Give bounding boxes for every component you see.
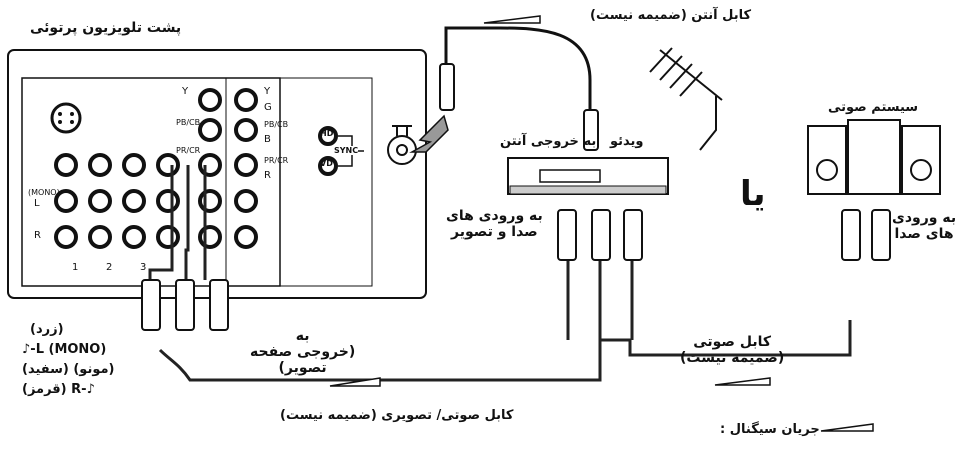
to-screen-out-line3: تصویر) — [278, 360, 327, 377]
panel-mono: (MONO) — [28, 188, 60, 197]
to-av-inputs-label: به ورودی های صدا و تصویر — [446, 208, 543, 240]
audio-cable-label: کابل صوتی (ضمیمه نیست) — [680, 334, 784, 366]
antenna-plug-bottom — [583, 109, 599, 151]
to-av-inputs-line2: صدا و تصویر — [451, 224, 538, 241]
panel-in1: 1 — [72, 262, 79, 273]
panel-hd: HD — [320, 129, 334, 138]
audio-system-unit — [807, 119, 941, 195]
to-audio-inputs-line2: های صدا — [894, 226, 954, 243]
av-cable-lines — [148, 165, 852, 382]
signal-arrows — [329, 15, 874, 432]
to-av-inputs-line1: به ورودی های — [446, 208, 543, 224]
panel-pr-cr: PR/CR — [176, 146, 201, 155]
to-screen-out-label: به (خروجی صفحه تصویر) — [250, 328, 355, 376]
rca-plugs — [141, 209, 891, 331]
r-red-label: ♪-R (قرمز) — [22, 382, 95, 397]
panel-y: Y — [182, 86, 189, 97]
or-label: یا — [740, 174, 766, 214]
panel-in3: 3 — [140, 262, 147, 273]
tv-back-label: پشت تلویزیون پرتوئی — [30, 20, 182, 36]
panel-l: L — [34, 198, 40, 209]
panel-b: B — [264, 134, 271, 145]
panel-r-side: R — [34, 230, 41, 241]
mono-white-label: (مونو) (سفید) — [22, 362, 115, 377]
antenna — [649, 47, 723, 151]
to-audio-inputs-line1: به ورودی — [892, 210, 957, 226]
antenna-cable — [444, 26, 592, 130]
signal-flow-label: جریان سیگنال : — [720, 422, 820, 437]
antenna-arrow — [409, 114, 449, 153]
yellow-label: (زرد) — [30, 322, 64, 337]
input-jacks — [54, 88, 338, 249]
l-mono-label: ♪-L (MONO) — [22, 342, 107, 357]
panel-sync: SYNC — [334, 146, 359, 155]
panel-r: R — [264, 170, 271, 181]
s-video-jack — [50, 102, 82, 134]
panel-pb-cb: PB/CB — [176, 118, 201, 127]
av-cable-label: کابل صوتی/ تصویری (ضمیمه نیست) — [280, 408, 514, 423]
antenna-cable-label: کابل آنتن (ضمیمه نیست) — [590, 8, 752, 23]
vcr-unit — [507, 157, 669, 195]
panel-vd: VD — [320, 159, 333, 168]
tv-component-area — [225, 77, 373, 287]
audio-cable-line1: کابل صوتی — [693, 334, 771, 350]
panel-y-g: Y — [264, 86, 271, 97]
panel-g: G — [264, 102, 272, 113]
panel-pb-b: PB/CB — [264, 120, 289, 129]
audio-cable-line2: (ضمیمه نیست) — [680, 350, 785, 367]
panel-pr-r: PR/CR — [264, 156, 289, 165]
to-screen-out-line2: (خروجی صفحه — [250, 344, 356, 361]
antenna-plug-top — [439, 63, 455, 111]
to-antenna-out-label: به خروجی آنتن — [500, 134, 597, 149]
to-audio-inputs-label: به ورودی های صدا — [892, 210, 956, 242]
to-screen-out-line1: به — [295, 328, 310, 344]
vcr-label: ویدئو — [610, 134, 644, 149]
panel-in2: 2 — [106, 262, 113, 273]
audio-system-label: سیستم صوتی — [828, 100, 919, 115]
